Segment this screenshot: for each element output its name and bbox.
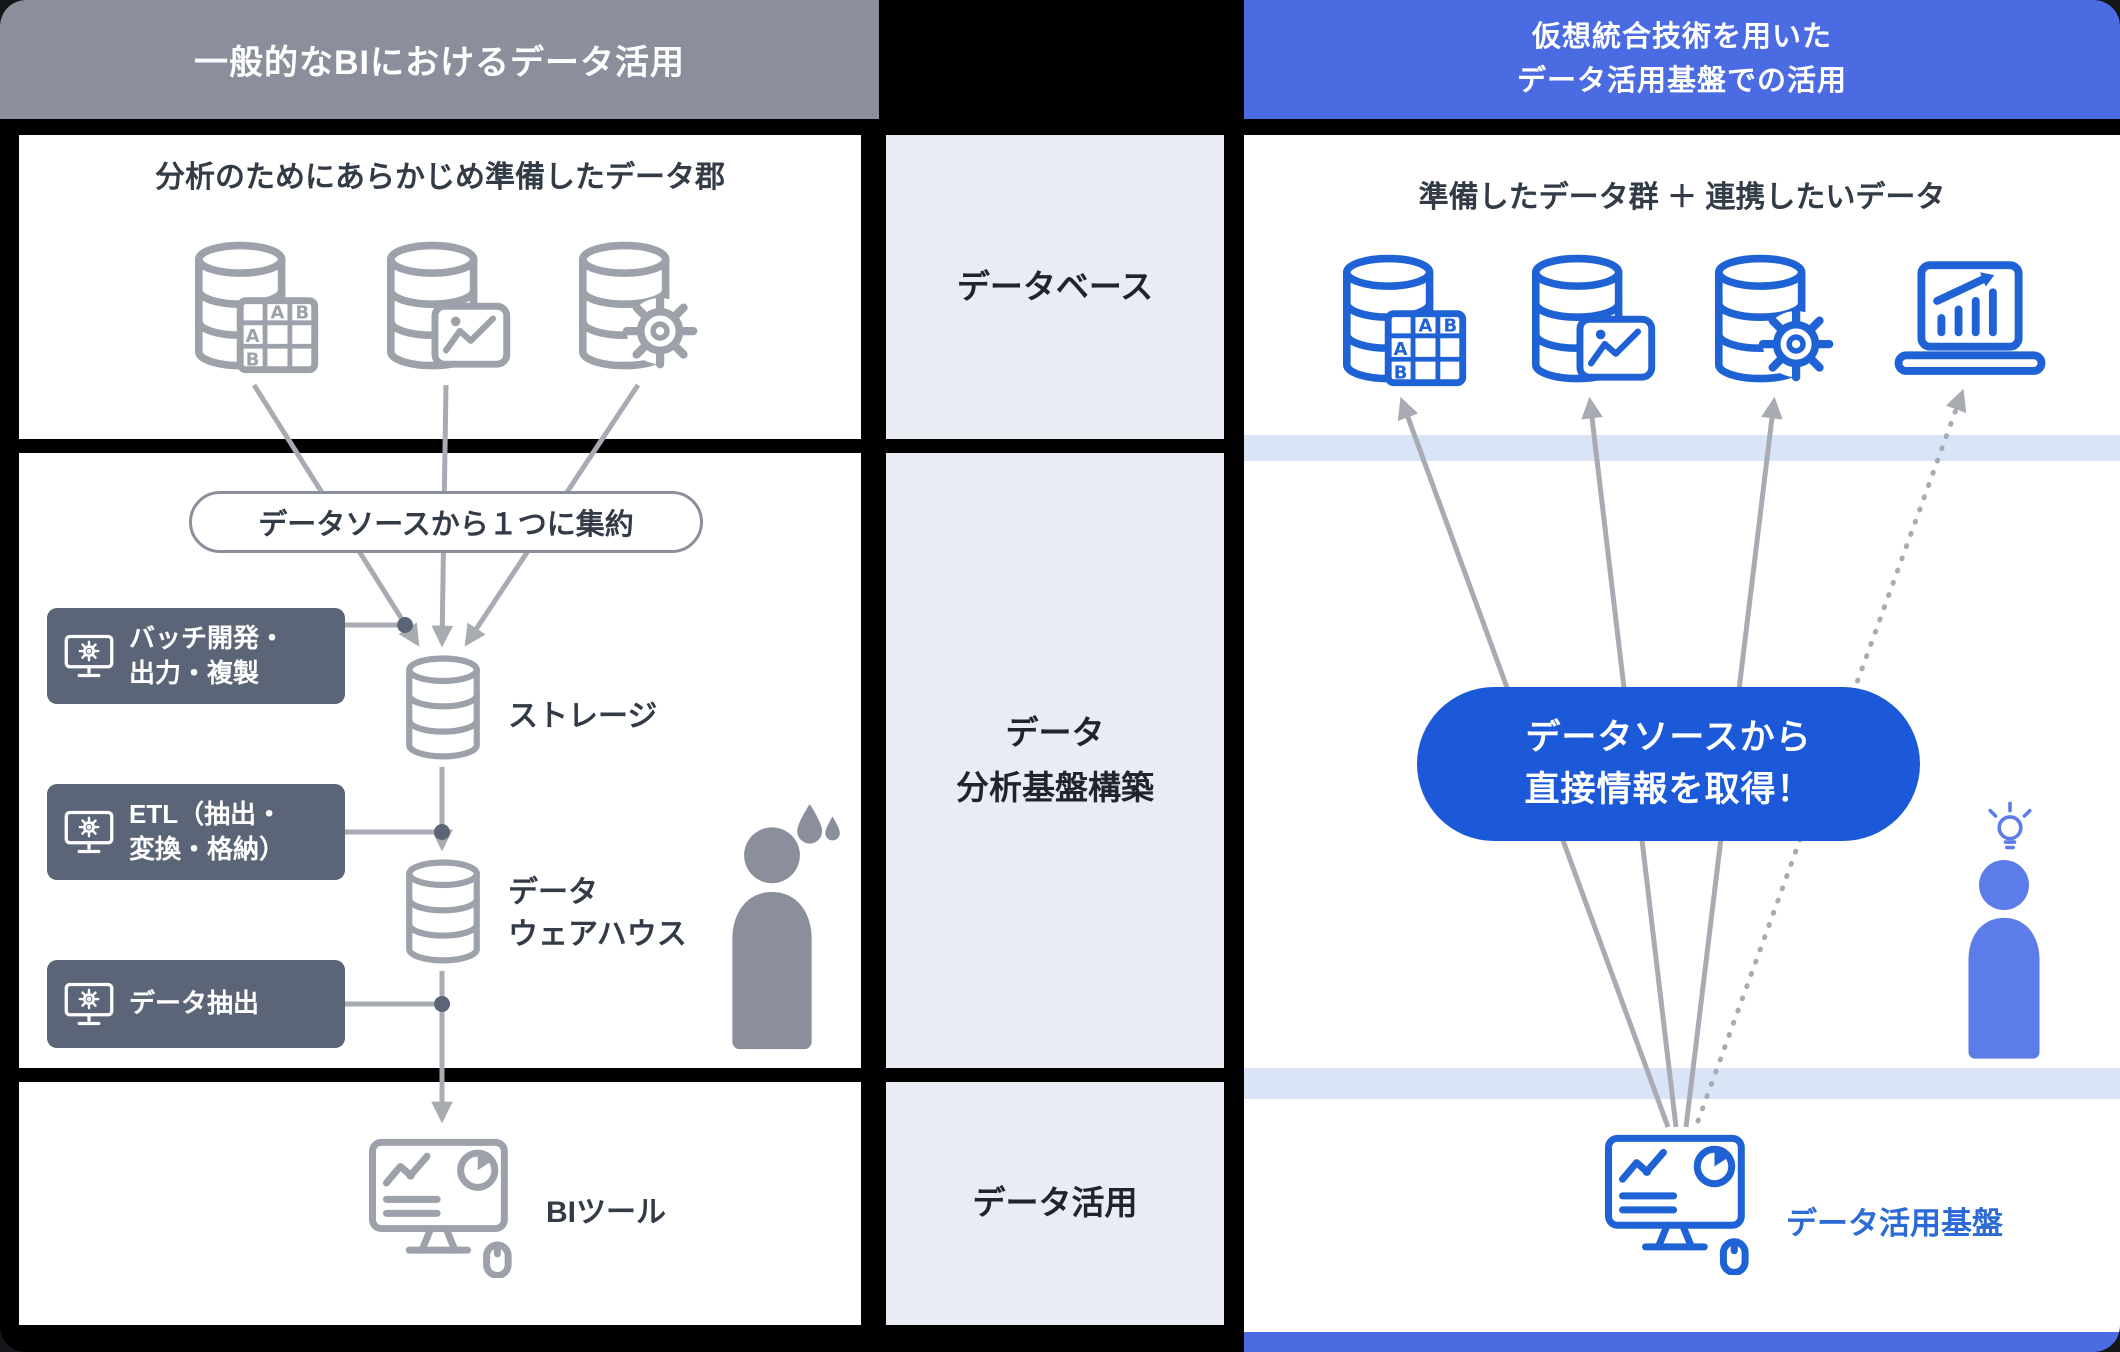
monitor-gear-icon [63, 633, 115, 680]
row-label-database: データベース [886, 135, 1224, 439]
lightbulb-icon [1983, 797, 2037, 853]
person-icon [725, 827, 819, 1051]
connector-dot-2 [434, 824, 450, 840]
monitor-chart-icon [1602, 1132, 1758, 1275]
dwh-label-line2: ウェアハウス [508, 918, 687, 951]
database-icon [398, 858, 488, 966]
batch-box-line1: バッチ開発・ [129, 622, 286, 653]
row-label-build-line2: 分析基盤構築 [956, 768, 1154, 806]
database-table-icon [182, 240, 326, 378]
right-panel-title-line2: データ活用基盤での活用 [1516, 64, 1847, 97]
left-database-title-text: 分析のためにあらかじめ準備したデータ郡 [155, 161, 725, 194]
database-gear-icon [1702, 253, 1846, 391]
aggregate-pill: データソースから１つに集約 [189, 491, 703, 553]
direct-access-pill-line1: データソースから [1525, 717, 1812, 757]
dwh-label-line1: データ [508, 876, 598, 909]
right-band-1 [1244, 435, 2120, 461]
database-table-icon [1330, 253, 1474, 391]
monitor-gear-icon [63, 809, 115, 856]
right-panel-title-line1: 仮想統合技術を用いた [1531, 21, 1832, 53]
left-panel-title: 一般的なBIにおけるデータ活用 [194, 44, 685, 82]
platform-label: データ活用基盤 [1786, 1198, 2003, 1243]
person-icon [1960, 860, 2048, 1060]
database-gear-icon [566, 240, 710, 378]
left-database-section [19, 135, 861, 439]
sweat-drops-icon [795, 802, 841, 856]
storage-label-text: ストレージ [508, 700, 658, 733]
etl-box: ETL（抽出・ 変換・格納） [47, 784, 345, 880]
row-label-database-text: データベース [956, 267, 1154, 305]
left-database-title: 分析のためにあらかじめ準備したデータ郡 [19, 152, 861, 196]
connector-dot-1 [397, 617, 413, 633]
dwh-label: データ ウェアハウス [508, 872, 687, 956]
connector-dot-3 [434, 996, 450, 1012]
right-database-title: 準備したデータ群 ＋ 連携したいデータ [1244, 172, 2120, 216]
row-label-build: データ 分析基盤構築 [886, 453, 1224, 1068]
direct-access-pill-line2: 直接情報を取得！ [1524, 770, 1813, 809]
batch-box-line2: 出力・複製 [129, 658, 260, 688]
storage-label: ストレージ [508, 696, 657, 738]
bi-tool-label: BIツール [546, 1192, 666, 1234]
extract-box: データ抽出 [47, 960, 345, 1048]
row-label-build-line1: データ [1005, 714, 1105, 752]
left-panel-header: 一般的なBIにおけるデータ活用 [0, 0, 879, 119]
row-label-use: データ活用 [886, 1082, 1224, 1325]
extract-box-line1: データ抽出 [129, 988, 260, 1019]
right-database-title-text: 準備したデータ群 ＋ 連携したいデータ [1418, 181, 1946, 214]
row-label-use-text: データ活用 [972, 1184, 1138, 1222]
right-panel-header: 仮想統合技術を用いた データ活用基盤での活用 [1244, 0, 2120, 119]
laptop-chart-icon [1891, 258, 2049, 381]
database-icon [398, 654, 488, 762]
right-bottom-strip [1244, 1332, 2120, 1352]
right-band-2 [1244, 1068, 2120, 1099]
platform-label-text: データ活用基盤 [1786, 1206, 2003, 1241]
aggregate-pill-text: データソースから１つに集約 [258, 509, 634, 541]
database-chart-icon [1519, 253, 1663, 391]
arrow-platform-to-laptop-dotted [1695, 388, 1967, 1124]
bi-tool-label-text: BIツール [546, 1196, 666, 1229]
monitor-chart-icon [366, 1136, 521, 1278]
monitor-gear-icon [63, 981, 115, 1028]
etl-box-line2: 変換・格納） [129, 834, 286, 864]
direct-access-pill: データソースから 直接情報を取得！ [1417, 687, 1920, 841]
batch-box: バッチ開発・ 出力・複製 [47, 608, 345, 704]
etl-box-line1: ETL（抽出・ [129, 798, 283, 829]
database-chart-icon [374, 240, 518, 378]
